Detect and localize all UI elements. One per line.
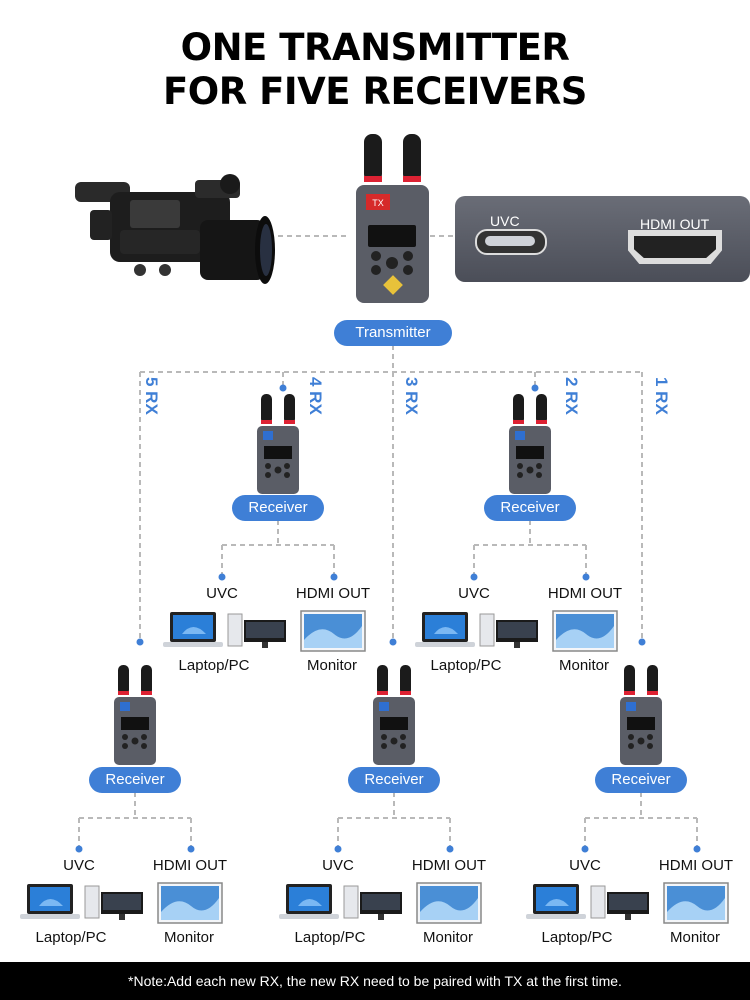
receiver-device [620, 665, 662, 765]
monitor-icon [552, 610, 618, 652]
hdmi-out-label: HDMI OUT [658, 857, 734, 874]
monitor-icon [663, 882, 729, 924]
transmitter-label: Transmitter [334, 320, 452, 346]
uvc-label: UVC [63, 857, 95, 874]
transmitter-device: TX [356, 134, 429, 303]
laptop-pc-icon [20, 884, 143, 920]
receiver-label: Receiver [348, 767, 440, 793]
receiver-label: Receiver [484, 495, 576, 521]
hdmi-out-label: HDMI OUT [295, 585, 371, 602]
laptop-pc-icon [526, 884, 649, 920]
port-hdmi-label: HDMI OUT [640, 216, 710, 232]
uvc-label: UVC [206, 585, 238, 602]
laptop-pc-label: Laptop/PC [541, 929, 613, 946]
uvc-label: UVC [322, 857, 354, 874]
hdmi-port-inner [634, 236, 716, 258]
monitor-label: Monitor [669, 929, 721, 946]
rx1-label: 1 RX [652, 377, 671, 415]
title-line-2: FOR FIVE RECEIVERS [163, 70, 587, 113]
receiver-device [373, 665, 415, 765]
monitor-icon [416, 882, 482, 924]
page-title: ONE TRANSMITTER FOR FIVE RECEIVERS [0, 26, 750, 114]
title-line-1: ONE TRANSMITTER [180, 26, 570, 69]
receiver-label: Receiver [232, 495, 324, 521]
uvc-label: UVC [569, 857, 601, 874]
monitor-label: Monitor [422, 929, 474, 946]
receiver-device [114, 665, 156, 765]
monitor-icon [157, 882, 223, 924]
laptop-pc-icon [415, 612, 538, 648]
laptop-pc-label: Laptop/PC [35, 929, 107, 946]
monitor-label: Monitor [163, 929, 215, 946]
laptop-pc-label: Laptop/PC [430, 657, 502, 674]
laptop-pc-icon [279, 884, 402, 920]
receiver-label: Receiver [595, 767, 687, 793]
monitor-label: Monitor [306, 657, 358, 674]
usb-c-port-inner [485, 236, 535, 246]
monitor-icon [300, 610, 366, 652]
video-camera-image [75, 174, 275, 284]
rx3-label: 3 RX [402, 377, 421, 415]
receiver-device [257, 394, 299, 494]
laptop-pc-icon [163, 612, 286, 648]
uvc-label: UVC [458, 585, 490, 602]
hdmi-out-label: HDMI OUT [152, 857, 228, 874]
rx5-label: 5 RX [142, 377, 161, 415]
hdmi-out-label: HDMI OUT [547, 585, 623, 602]
footer-note: *Note:Add each new RX, the new RX need t… [0, 962, 750, 1000]
receiver-device [509, 394, 551, 494]
hdmi-out-label: HDMI OUT [411, 857, 487, 874]
laptop-pc-label: Laptop/PC [294, 929, 366, 946]
receiver-label: Receiver [89, 767, 181, 793]
monitor-label: Monitor [558, 657, 610, 674]
port-uvc-label: UVC [490, 213, 520, 229]
device-tx-label: TX [372, 198, 384, 208]
rx4-label: 4 RX [306, 377, 325, 415]
laptop-pc-label: Laptop/PC [178, 657, 250, 674]
rx2-label: 2 RX [562, 377, 581, 415]
